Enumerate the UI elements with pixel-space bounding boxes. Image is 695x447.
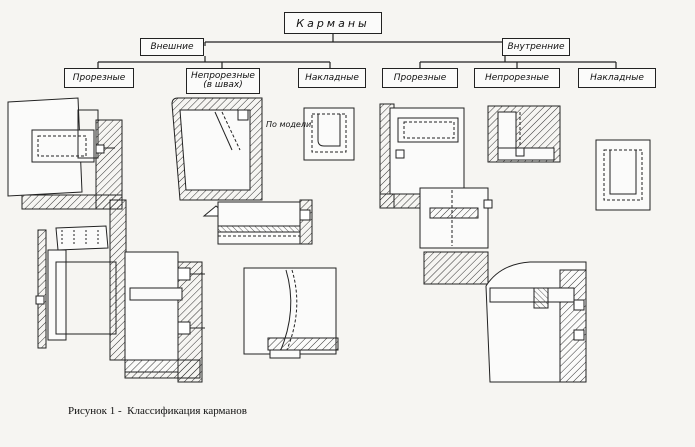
drawing-seam-pocket-1 [171,97,263,217]
group-node-external: Внешние [140,38,204,56]
group-node-internal: Внутренние [502,38,570,56]
note-by-model: По модели [266,120,312,129]
leaf-internal-slit: Прорезные [382,68,458,88]
drawing-internal-slit-3 [485,261,587,383]
leaf-external-seam: Непрорезные (в швах) [186,68,260,94]
root-node-pockets: Карманы [284,12,382,34]
leaf-external-patch: Накладные [298,68,366,88]
drawing-internal-nonslit [487,105,561,163]
drawing-internal-patch [595,139,651,211]
leaf-internal-patch: Накладные [578,68,656,88]
drawing-external-slit-2 [35,199,127,361]
connector-root [204,34,506,46]
drawing-external-slit-3 [124,251,205,383]
connector-external [97,56,331,68]
leaf-internal-nonslit: Непрорезные [474,68,560,88]
drawing-internal-slit-2 [419,187,493,285]
drawing-external-slit-1 [7,97,123,210]
connector-internal [419,56,617,68]
drawing-seam-pocket-3 [243,267,339,359]
figure-caption: Рисунок 1 - Классификация карманов [68,405,247,417]
drawing-external-patch [303,107,355,161]
leaf-external-slit: Прорезные [64,68,134,88]
drawing-seam-pocket-2 [217,199,313,245]
